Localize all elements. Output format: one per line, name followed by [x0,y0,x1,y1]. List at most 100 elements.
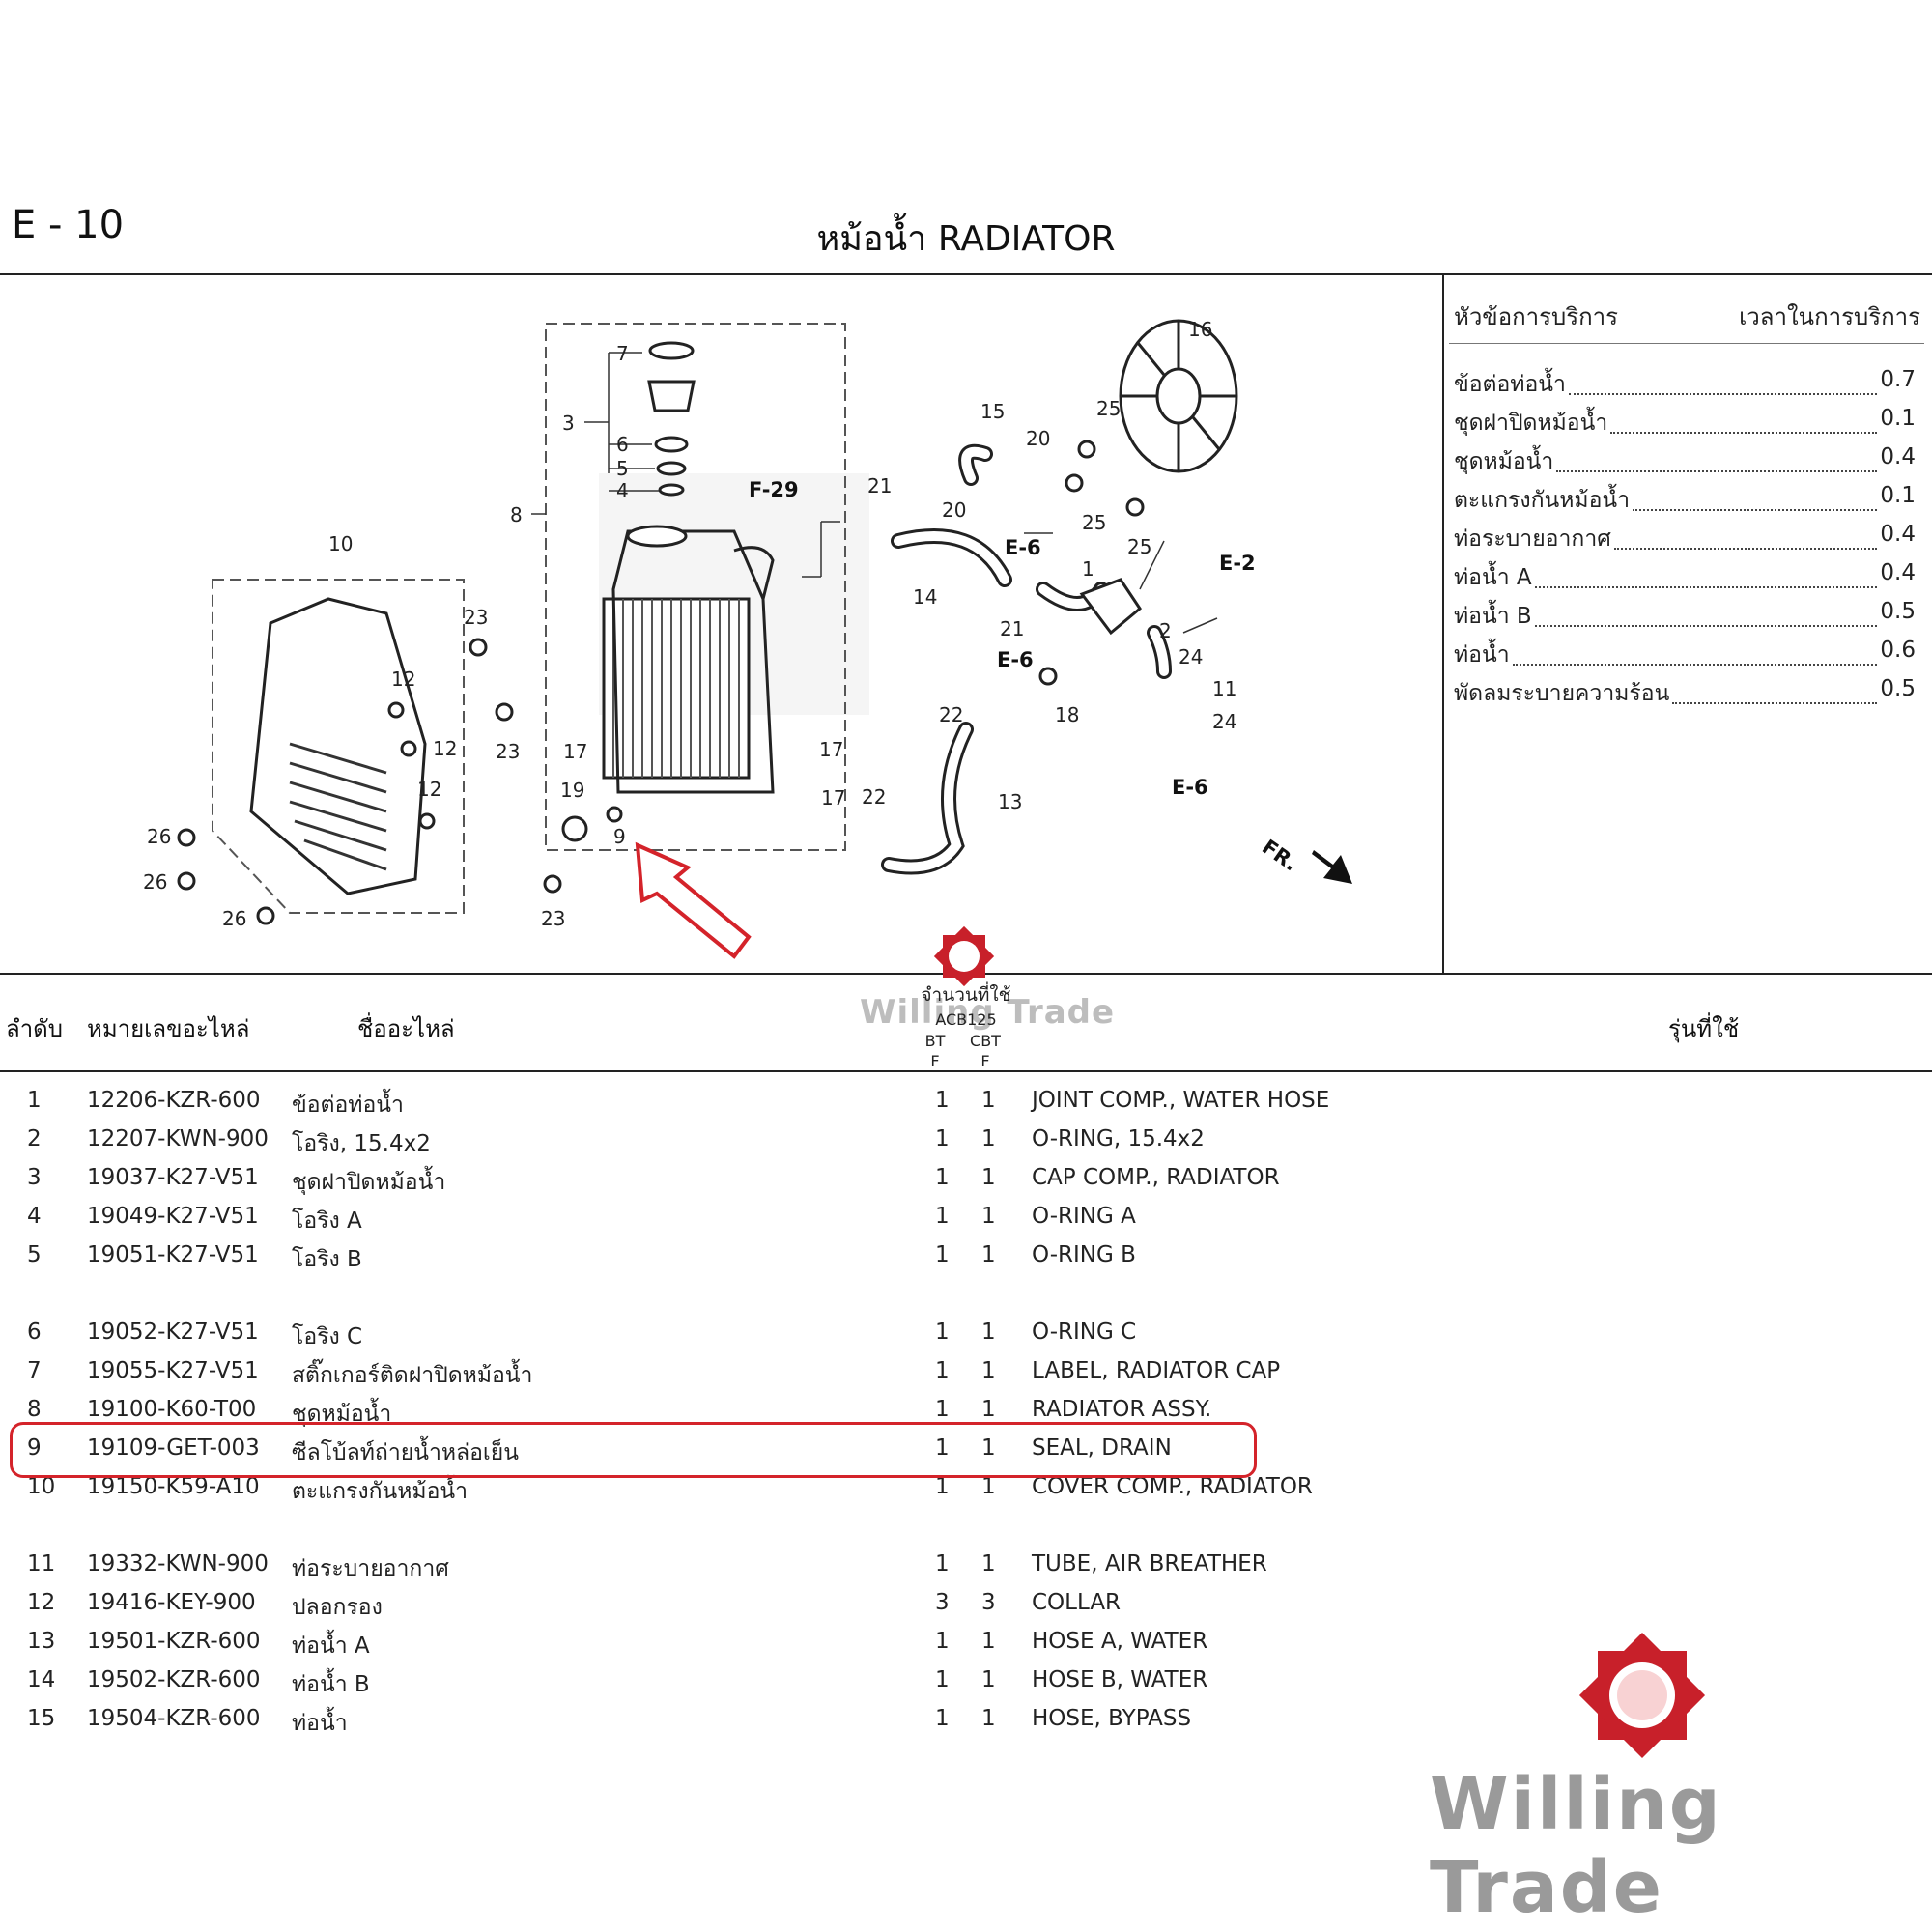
table-header-divider [0,1070,1932,1072]
callout-11: 11 [1212,677,1236,700]
callout-6: 6 [616,433,629,456]
leader-lines [531,352,1218,634]
qty-sub-bt: BT [924,1032,946,1050]
callout-5: 5 [616,457,629,480]
callout-23b: 23 [496,740,520,763]
radiator-group-box [545,323,846,851]
ref-e6b: E-6 [997,648,1034,671]
callout-9: 9 [613,825,626,848]
qty-sub-cbt-f: F [980,1052,990,1070]
cover-group-box [212,579,465,914]
callout-1: 1 [1082,557,1094,581]
callout-3: 3 [562,412,575,435]
callout-14: 14 [913,585,937,609]
page-title: หม้อน้ำ RADIATOR [816,219,1116,259]
cooling-fan [1119,319,1238,473]
radiator-exploded-diagram: 1 2 3 4 5 6 7 8 9 10 11 12 12 12 13 14 1… [143,318,1352,959]
callout-16: 16 [1188,318,1212,341]
qty-sub-bt-f: F [930,1052,940,1070]
radiator-cap-stack [647,341,696,497]
callout-8: 8 [510,503,523,526]
radiator-core [602,525,775,794]
front-arrow-icon [1312,850,1352,884]
callout-12c: 12 [417,778,441,801]
service-header-left: หัวข้อการบริการ [1454,303,1619,330]
callout-22a: 22 [939,703,963,726]
row-highlight-outline [10,1422,1257,1478]
callout-17a: 17 [563,740,587,763]
ref-e6a: E-6 [1005,536,1041,559]
callout-25c: 25 [1127,535,1151,558]
callout-7: 7 [616,342,629,365]
service-divider-vertical [1442,275,1444,973]
willing-trade-logo-large [1578,1632,1706,1759]
callout-21b: 21 [1000,617,1024,640]
callout-13: 13 [998,790,1022,813]
callout-21a: 21 [867,474,892,497]
ref-f29: F-29 [749,478,799,501]
col-header-no: ลำดับ [6,1015,64,1042]
service-header-right: เวลาในการบริการ [1739,303,1920,330]
col-header-model: รุ่นที่ใช้ [1668,1015,1740,1042]
callout-22b: 22 [862,785,886,809]
callout-4: 4 [616,479,629,502]
bolts [177,440,1145,925]
callout-23a: 23 [464,606,488,629]
callout-26a: 26 [147,825,171,848]
qty-sub-cbt: CBT [970,1032,1001,1050]
red-pointer-arrow [635,841,752,959]
watermark-small: Willing Trade [860,993,1116,1032]
water-hoses-inner [884,446,1169,872]
callout-18: 18 [1055,703,1079,726]
top-divider [0,273,1932,275]
ref-e2: E-2 [1219,552,1256,575]
callout-2: 2 [1159,619,1172,642]
watermark-large: Willing Trade [1430,1763,1722,1929]
callout-24b: 24 [1212,710,1236,733]
callout-26c: 26 [222,907,246,930]
callout-17b: 17 [819,738,843,761]
ref-e6c: E-6 [1172,776,1208,799]
callout-12b: 12 [433,737,457,760]
qty-model: ACB125 [935,1010,997,1029]
callout-26b: 26 [143,870,167,894]
water-hose-joint [1079,578,1142,636]
callout-12a: 12 [391,668,415,691]
callout-25a: 25 [1096,397,1121,420]
front-label: FR. [1258,835,1302,875]
callout-25b: 25 [1082,511,1106,534]
callout-24a: 24 [1179,645,1203,668]
radiator-cover [249,597,427,895]
willing-trade-logo-small [933,925,995,987]
callout-23c: 23 [541,907,565,930]
callout-19: 19 [560,779,584,802]
service-header-divider [1449,343,1924,344]
callout-20a: 20 [1026,427,1050,450]
col-header-qty: จำนวนที่ใช้ [921,984,1011,1006]
callout-17c: 17 [821,786,845,810]
col-header-part-number: หมายเลขอะไหล่ [87,1015,250,1042]
